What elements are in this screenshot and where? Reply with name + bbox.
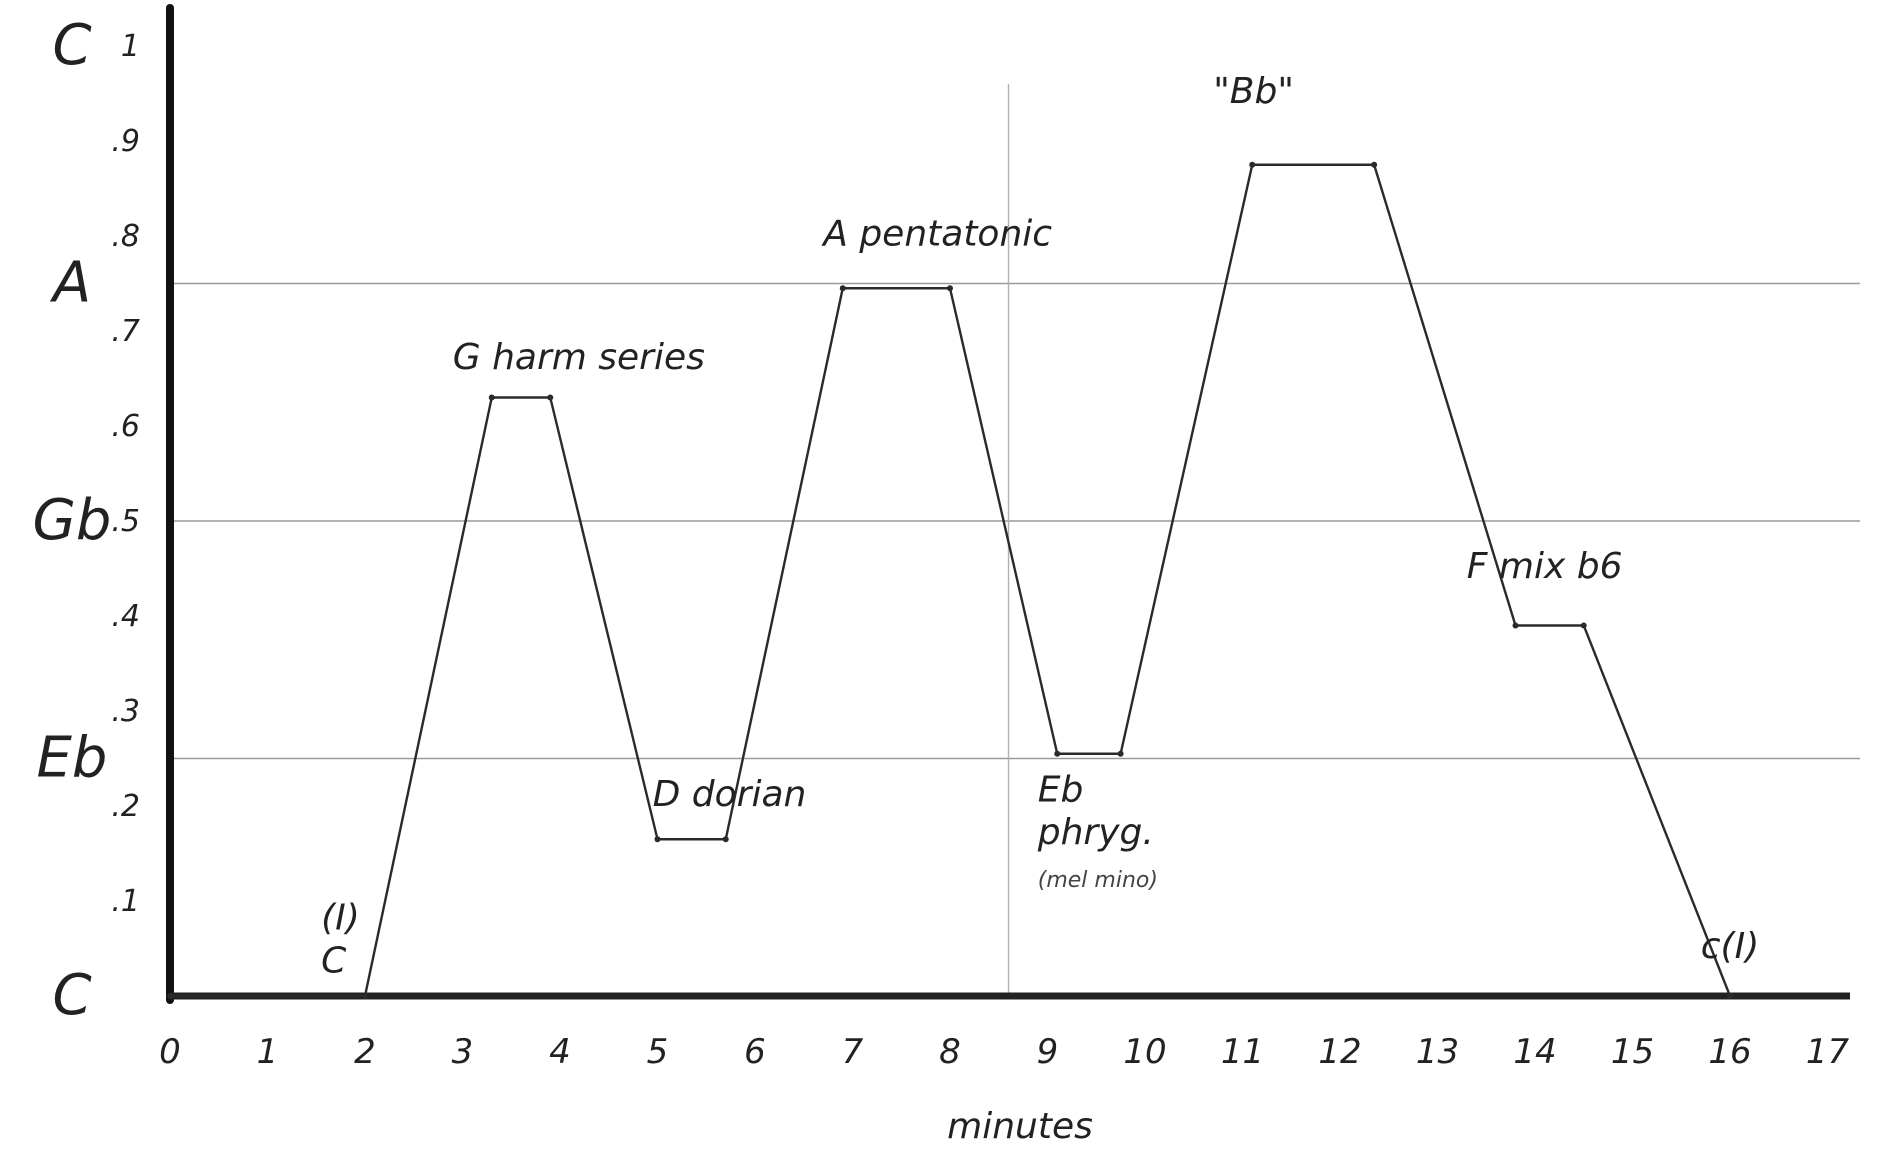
x-tick-label: 5: [647, 1032, 669, 1072]
y-tick-label: .8: [111, 219, 140, 254]
y-tick-labels: .1 .2 .3 .4 .5 .6 .7 .8 .9 1: [111, 29, 140, 919]
data-point: [1054, 750, 1061, 757]
key-label: C: [52, 13, 91, 78]
series-line: [167, 161, 1733, 999]
data-point: [1580, 622, 1587, 629]
x-tick-label: 10: [1123, 1032, 1166, 1072]
y-tick-label: .4: [111, 599, 140, 634]
x-tick-label: 13: [1416, 1032, 1459, 1072]
annotation-label: "Bb": [1213, 71, 1294, 112]
data-point: [1512, 622, 1519, 629]
annotation-label: Eb: [1038, 769, 1084, 810]
y-tick-label: .5: [111, 504, 140, 539]
x-tick-label: 15: [1611, 1032, 1654, 1072]
data-point: [362, 993, 368, 999]
reference-lines: [170, 84, 1860, 996]
data-point: [1727, 993, 1733, 999]
annotation-label: C: [321, 940, 347, 981]
y-tick-label: .9: [111, 124, 140, 159]
annotation-label: (mel mino): [1038, 868, 1158, 893]
key-label: C: [52, 963, 91, 1028]
y-tick-label: .3: [111, 694, 140, 729]
annotation-label: F mix b6: [1467, 546, 1623, 587]
annotation-label: G harm series: [453, 337, 705, 378]
x-tick-label: 17: [1806, 1032, 1850, 1072]
x-tick-label: 9: [1037, 1032, 1059, 1072]
annotation-label: (I): [321, 898, 360, 939]
x-tick-label: 0: [159, 1032, 181, 1072]
y-tick-label: .1: [111, 884, 140, 919]
data-point: [1249, 161, 1256, 168]
data-point: [947, 285, 953, 292]
y-tick-label: .2: [111, 789, 140, 824]
annotation-label: phryg.: [1037, 812, 1154, 853]
data-point: [1117, 750, 1124, 757]
data-point: [722, 836, 729, 843]
x-tick-label: 2: [354, 1032, 376, 1072]
x-tick-label: 14: [1513, 1032, 1556, 1072]
x-tick-label: 11: [1221, 1032, 1264, 1072]
x-axis-label: minutes: [947, 1106, 1093, 1147]
data-point: [1371, 161, 1378, 168]
annotation-label: c(I): [1701, 926, 1760, 967]
annotations: (I)C G harm series D dorian A pentatonic "Bb…: [321, 71, 1759, 981]
y-tick-label: .7: [111, 314, 140, 349]
x-tick-label: 4: [549, 1032, 571, 1072]
data-point: [654, 836, 661, 843]
key-label: Eb: [37, 726, 108, 791]
data-point: [167, 993, 173, 999]
x-tick-label: 8: [939, 1032, 961, 1072]
key-label: A: [50, 251, 91, 316]
x-tick-label: 6: [744, 1032, 766, 1072]
x-tick-label: 7: [842, 1032, 864, 1072]
y-tick-label: .6: [111, 409, 140, 444]
x-tick-label: 12: [1318, 1032, 1361, 1072]
data-point: [839, 285, 846, 292]
annotation-label: A pentatonic: [821, 214, 1052, 255]
data-point: [488, 394, 495, 401]
key-labels: C Eb Gb A C: [33, 13, 112, 1028]
annotation-label: D dorian: [653, 774, 807, 815]
data-point: [547, 394, 554, 401]
axes: [166, 4, 1850, 1004]
x-tick-label: 16: [1708, 1032, 1751, 1072]
y-tick-label: 1: [121, 29, 140, 64]
key-label: Gb: [33, 488, 112, 553]
x-tick-label: 1: [257, 1032, 279, 1072]
x-tick-label: 3: [452, 1032, 474, 1072]
